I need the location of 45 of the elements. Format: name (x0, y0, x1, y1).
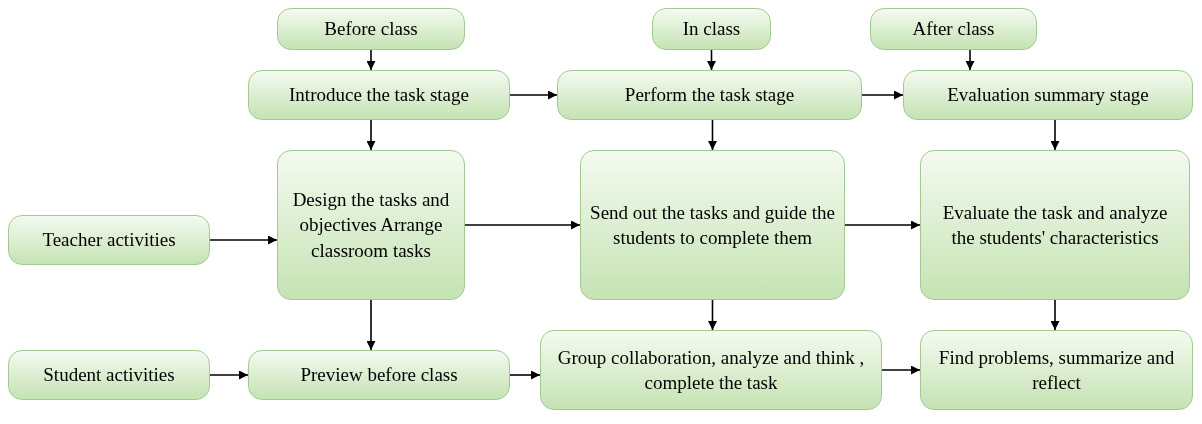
box-text: Send out the tasks and guide the students to complete them (589, 200, 836, 250)
process-box (920, 150, 1190, 300)
process-box (248, 70, 510, 120)
box-text: In class (682, 17, 741, 42)
arrow (464, 220, 581, 230)
box-text: Preview before class (300, 363, 458, 388)
box-text: Introduce the task stage (289, 83, 469, 108)
box-text: Perform the task stage (624, 83, 795, 108)
box-text: Group collaboration, analyze and think , complete the task (556, 345, 866, 395)
arrow (209, 370, 249, 380)
arrow (708, 119, 717, 151)
arrow (844, 220, 921, 230)
process-box (540, 330, 882, 410)
box-text: Evaluate the task and analyze the students' characteristics (941, 200, 1169, 250)
box-text: Design the tasks and objectives Arrange classroom tasks (291, 188, 451, 263)
process-box (8, 350, 210, 400)
arrow (209, 235, 278, 245)
arrow (366, 119, 376, 151)
arrow (366, 49, 376, 71)
box-text: Teacher activities (42, 228, 176, 253)
arrow (881, 365, 921, 375)
process-box (920, 330, 1193, 410)
process-box (277, 150, 465, 300)
process-box (8, 215, 210, 265)
box-text: Evaluation summary stage (947, 83, 1149, 108)
box-text: Student activities (43, 363, 175, 388)
arrow (509, 370, 541, 380)
arrow (1050, 299, 1060, 331)
process-box (903, 70, 1193, 120)
box-text: Find problems, summarize and reflect (937, 345, 1176, 395)
process-box (248, 350, 510, 400)
arrow (509, 90, 558, 100)
arrow (1050, 119, 1060, 151)
arrow (965, 49, 975, 71)
arrow (708, 299, 717, 331)
arrow (707, 49, 716, 71)
process-box (870, 8, 1037, 50)
arrow (861, 90, 904, 100)
box-text: After class (912, 17, 995, 42)
process-box (277, 8, 465, 50)
arrow (366, 299, 376, 351)
process-box (652, 8, 771, 50)
process-box (557, 70, 862, 120)
process-box (580, 150, 845, 300)
box-text: Before class (324, 17, 418, 42)
